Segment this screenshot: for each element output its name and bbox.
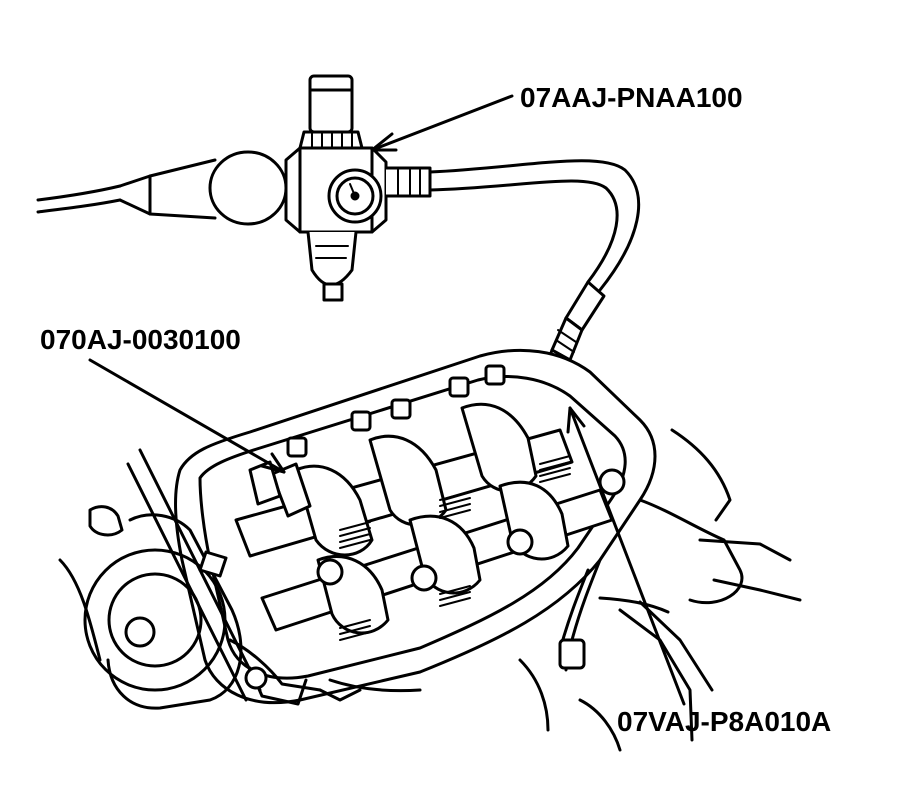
- air-stopper-part-number: 07VAJ-P8A010A: [617, 706, 832, 737]
- engine-right-side: [518, 428, 802, 752]
- air-pressure-regulator: [36, 74, 641, 302]
- regulator-part-number: 07AAJ-PNAA100: [520, 82, 743, 113]
- leader-stopper: [568, 406, 686, 706]
- rocker-arm-holder-tool: [248, 460, 312, 518]
- leader-regulator: [370, 94, 514, 152]
- engine-front: [58, 448, 422, 710]
- rocker-holder-part-number: 070AJ-0030100: [40, 324, 241, 355]
- leader-lines: [88, 94, 686, 706]
- leader-holder: [88, 358, 286, 474]
- camshaft-and-rockers: [234, 364, 626, 641]
